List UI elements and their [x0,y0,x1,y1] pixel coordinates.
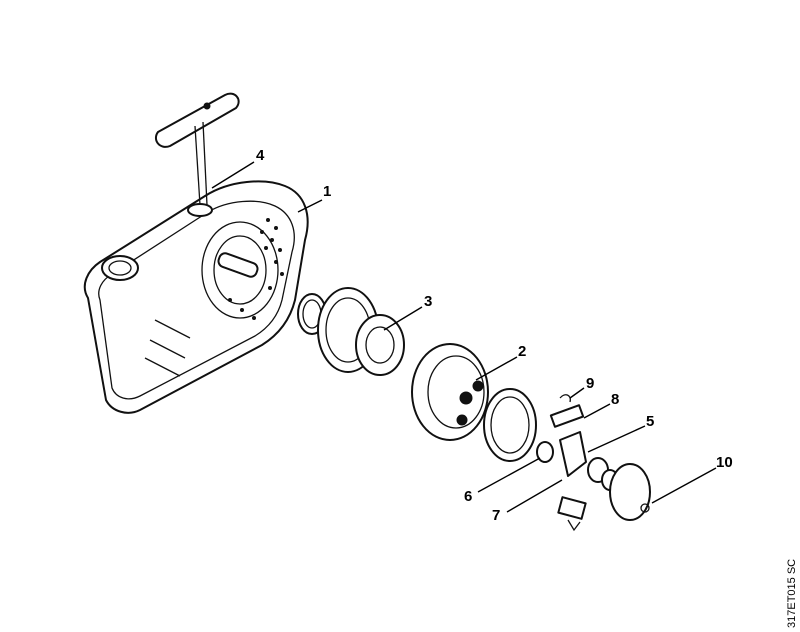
part-7-pawl [559,431,587,477]
part-10-washer [609,463,651,521]
callout-6: 6 [464,488,472,505]
part-4-starter-grip [154,92,240,217]
callout-4: 4 [256,147,265,164]
callout-2: 2 [518,343,526,360]
leader-1 [297,199,323,213]
part-6-washer [536,441,554,463]
small-parts [536,394,651,532]
part-8-spring [549,404,585,428]
leader-7 [506,479,563,513]
callout-8: 8 [611,391,619,408]
leader-lines [211,161,717,513]
part-9-clip [559,394,571,403]
leader-4 [211,161,255,189]
leader-5 [587,425,646,453]
leader-6 [477,457,541,493]
leader-2 [475,356,518,381]
leader-8 [583,403,611,419]
callout-10: 10 [716,454,733,471]
drawing-code: 317ET015 SC [786,559,798,628]
callout-5: 5 [646,413,654,430]
leader-10 [651,467,717,504]
callout-1: 1 [323,183,331,200]
leader-9 [569,387,585,399]
part-2-rope-rotor [411,343,537,462]
callout-9: 9 [586,375,594,392]
leader-3 [383,306,423,331]
part-3-spring-housing [297,287,405,376]
part-1-housing [83,180,309,414]
callout-7: 7 [492,507,500,524]
callout-3: 3 [424,293,432,310]
